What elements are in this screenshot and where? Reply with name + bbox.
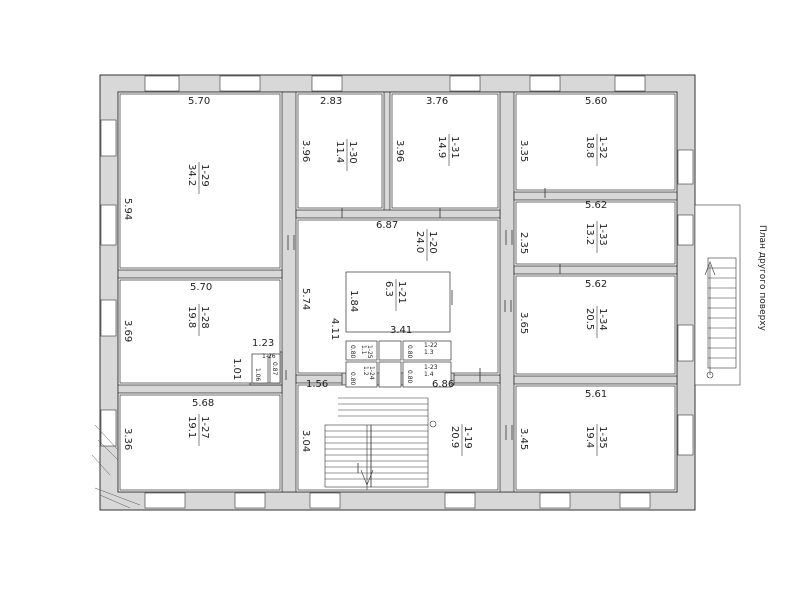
dim-misc-1: 1.23 xyxy=(252,338,274,349)
dim-1-32-h: 3.35 xyxy=(518,140,529,162)
label-1-28-id: 1-28 xyxy=(199,306,210,329)
label-1-29-area: 34.2 xyxy=(186,164,197,186)
label-1-22-id: 1-22 xyxy=(424,342,438,349)
label-1-19-area: 20.9 xyxy=(449,426,460,448)
dim-1-20-h2: 4.11 xyxy=(329,318,340,340)
label-1-22-area: 1.3 xyxy=(424,349,434,356)
label-1-32-area: 18.8 xyxy=(584,136,595,158)
dim-1-20-h: 5.74 xyxy=(300,288,311,310)
dim-1-29-h: 5.94 xyxy=(122,198,133,220)
dim-1-19-h: 3.04 xyxy=(300,430,311,452)
dim-1-32-w: 5.60 xyxy=(585,96,607,107)
label-1-31-id: 1-31 xyxy=(449,136,460,159)
dim-1-27-h: 3.36 xyxy=(122,428,133,450)
exterior-staircase xyxy=(694,204,741,386)
label-1-34-area: 20.5 xyxy=(584,308,595,330)
dim-1-23: 0.80 xyxy=(406,370,413,384)
interior-staircase xyxy=(324,397,437,490)
windows xyxy=(100,75,694,509)
dim-1-21-w: 3.41 xyxy=(390,325,412,336)
label-1-33-id: 1-33 xyxy=(597,223,608,246)
label-1-25-area: 1.1 xyxy=(360,345,367,355)
dim-1-35-h: 3.45 xyxy=(518,428,529,450)
label-1-24-area: 1.2 xyxy=(362,366,369,376)
dim-1-28-h: 3.69 xyxy=(122,320,133,342)
label-1-23-id: 1-23 xyxy=(424,364,438,371)
dim-1-31-h: 3.96 xyxy=(394,140,405,162)
dim-1-29-w: 5.70 xyxy=(188,96,210,107)
dim-1-28-w: 5.70 xyxy=(190,282,212,293)
label-1-26-area: 0.87 xyxy=(271,362,278,376)
label-1-27-id: 1-27 xyxy=(199,416,210,439)
label-1-23-area: 1.4 xyxy=(424,371,434,378)
label-1-27-area: 19.1 xyxy=(186,416,197,438)
dim-1-27-w: 5.68 xyxy=(192,398,214,409)
stamp-marks xyxy=(91,424,141,509)
dim-1-21-h: 1.84 xyxy=(348,290,359,312)
dim-1-19-w: 6.86 xyxy=(432,379,454,390)
label-1-33-area: 13.2 xyxy=(584,223,595,245)
dim-1-34-w: 5.62 xyxy=(585,279,607,290)
door-marks xyxy=(285,188,561,473)
dim-misc-2: 1.01 xyxy=(231,358,242,380)
plan-title: План другого поверху xyxy=(757,225,767,332)
dim-1-30-w: 2.83 xyxy=(320,96,342,107)
label-1-21-id: 1-21 xyxy=(396,281,407,304)
dim-1-30-h: 3.96 xyxy=(300,140,311,162)
label-1-25-id: 1-25 xyxy=(366,345,373,359)
label-1-30-id: 1-30 xyxy=(347,141,358,164)
label-1-32-id: 1-32 xyxy=(597,136,608,159)
room-fills xyxy=(119,93,676,491)
label-1-35-area: 19.4 xyxy=(584,426,595,448)
label-1-24-id: 1-24 xyxy=(368,366,375,380)
dim-1-33-h: 2.35 xyxy=(518,232,529,254)
dim-1-24: 0.80 xyxy=(349,372,356,386)
label-1-35-id: 1-35 xyxy=(597,426,608,449)
label-1-30-area: 11.4 xyxy=(334,141,345,163)
label-1-19-id: 1-19 xyxy=(462,426,473,449)
dim-1-26: 1.06 xyxy=(254,368,261,382)
label-1-21-area: 6.3 xyxy=(383,281,394,297)
dim-1-33-w: 5.62 xyxy=(585,200,607,211)
label-1-20-area: 24.0 xyxy=(414,231,425,253)
dim-1-25: 0.80 xyxy=(349,345,356,359)
dim-1-22: 0.80 xyxy=(406,345,413,359)
dim-misc-3: 1.56 xyxy=(306,379,328,390)
label-1-20-id: 1-20 xyxy=(427,231,438,254)
dim-1-35-w: 5.61 xyxy=(585,389,607,400)
label-1-28-area: 19.8 xyxy=(186,306,197,328)
dim-1-20-w: 6.87 xyxy=(376,220,398,231)
label-1-26-id: 1-26 xyxy=(262,353,276,360)
outer-walls xyxy=(99,74,696,511)
dim-1-31-w: 3.76 xyxy=(426,96,448,107)
label-1-29-id: 1-29 xyxy=(199,164,210,187)
dim-1-34-h: 3.65 xyxy=(518,312,529,334)
label-1-34-id: 1-34 xyxy=(597,308,608,331)
label-1-31-area: 14.9 xyxy=(436,136,447,158)
